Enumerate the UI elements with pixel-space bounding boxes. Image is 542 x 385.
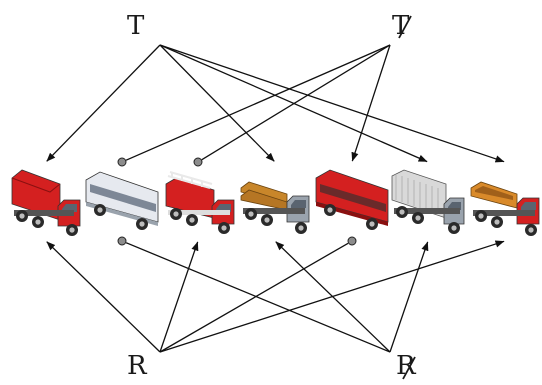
top-right-edge-3 xyxy=(201,44,391,161)
label-bottom-left: R xyxy=(127,353,147,379)
negation-slash-icon xyxy=(402,356,416,380)
label-bottom-right-text: R xyxy=(396,351,416,381)
label-bottom-right: R xyxy=(396,351,416,381)
bottom-right-edge-2 xyxy=(125,242,391,353)
container-truck-icon xyxy=(391,169,465,234)
label-top-right: T xyxy=(392,11,412,41)
endpoint-dot xyxy=(193,157,203,167)
top-left-edge-4 xyxy=(159,44,275,162)
dump-truck-icon xyxy=(470,181,540,236)
top-left-edge-1 xyxy=(46,44,161,162)
red-bus-icon xyxy=(315,169,389,230)
bottom-right-edge-6 xyxy=(389,241,429,353)
bottom-left-edge-5 xyxy=(159,242,349,353)
white-bus-icon xyxy=(85,171,159,230)
top-left-edge-7 xyxy=(159,44,505,163)
label-bottom-left-text: R xyxy=(127,351,147,381)
endpoint-dot xyxy=(347,236,357,246)
endpoint-dot xyxy=(117,157,127,167)
bottom-left-edge-3 xyxy=(159,241,199,353)
top-right-edge-2 xyxy=(125,44,391,161)
red-box-truck-icon xyxy=(11,169,81,236)
top-right-edge-5 xyxy=(351,44,391,162)
negation-slash-icon xyxy=(398,15,412,39)
vehicle-row xyxy=(11,169,540,236)
connection-lines xyxy=(46,44,505,353)
bottom-right-edge-4 xyxy=(275,241,391,353)
label-top-right-text: T xyxy=(392,11,410,41)
connection-endpoints xyxy=(117,157,357,246)
fire-truck-icon xyxy=(165,171,235,234)
timber-truck-icon xyxy=(240,181,310,234)
bottom-left-edge-1 xyxy=(46,241,161,353)
label-top-left-text: T xyxy=(127,11,145,41)
label-top-left: T xyxy=(127,13,144,39)
endpoint-dot xyxy=(117,236,127,246)
